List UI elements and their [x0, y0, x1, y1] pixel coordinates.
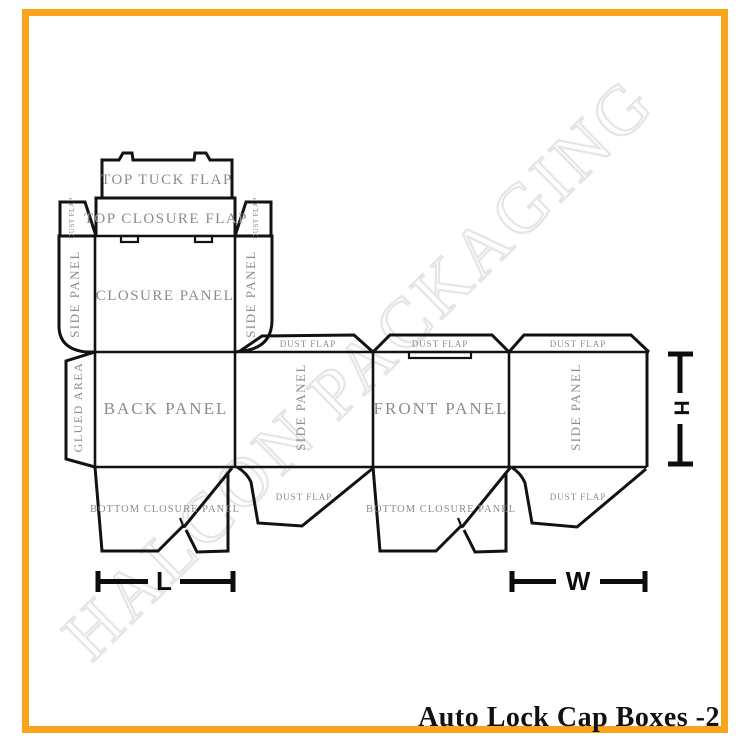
dust-flap-mid-center-outline	[371, 333, 511, 354]
bottom-closure-left-tab	[184, 472, 230, 554]
dust-flap-bottom-right-outline	[510, 465, 647, 529]
dust-flap-bottom-left-label: DUST FLAP	[276, 492, 333, 502]
bottom-closure-left-label: BOTTOM CLOSURE PANEL	[90, 504, 240, 515]
bottom-closure-left-cut-diagonal	[182, 467, 234, 528]
length-dimension-marker: L	[95, 566, 236, 596]
top-tuck-flap-outline	[100, 151, 234, 198]
height-dimension-marker: H	[668, 351, 693, 467]
bottom-closure-right-tab	[462, 472, 508, 554]
dust-flap-top-right-label: DUST FLAP	[252, 197, 260, 239]
closure-panel-label: CLOSURE PANEL	[96, 288, 235, 304]
dust-flap-mid-left-label: DUST FLAP	[280, 339, 337, 349]
dust-flap-mid-left-outline	[239, 333, 375, 354]
side-panel-upper-left-label: SIDE PANEL	[67, 250, 82, 338]
closure-slit-right	[193, 234, 214, 244]
length-label: L	[156, 566, 172, 596]
dust-flap-mid-right-outline	[507, 333, 651, 354]
side-panel-upper-left-outline	[57, 234, 96, 354]
dust-flap-bottom-left-outline	[236, 465, 373, 528]
side-panel-upper-right-label: SIDE PANEL	[243, 250, 258, 338]
front-panel-slit	[407, 350, 473, 360]
height-label: H	[669, 400, 692, 415]
width-label: W	[566, 566, 591, 596]
top-tuck-flap-label: TOP TUCK FLAP	[101, 172, 233, 188]
top-closure-flap-outline	[94, 196, 237, 236]
bottom-closure-right-outline	[371, 466, 463, 553]
side-panel-mid-right-label: SIDE PANEL	[568, 363, 583, 451]
back-panel-label: BACK PANEL	[104, 399, 229, 418]
dust-flap-top-left-label: DUST FLAP	[68, 197, 76, 239]
dust-flap-top-left-outline	[58, 200, 98, 237]
width-dimension-marker: W	[509, 566, 648, 596]
bottom-closure-right-cut-diagonal	[460, 467, 512, 528]
front-panel-label: FRONT PANEL	[374, 399, 509, 418]
dust-flap-top-right-outline	[233, 200, 273, 237]
side-panel-mid-left-label: SIDE PANEL	[293, 363, 308, 451]
dust-flap-mid-center-label: DUST FLAP	[412, 339, 469, 349]
closure-slit-left	[119, 234, 140, 244]
glued-area-outline	[64, 350, 96, 469]
top-closure-flap-label: TOP CLOSURE FLAP	[84, 211, 248, 227]
dust-flap-mid-right-label: DUST FLAP	[550, 339, 607, 349]
dust-flap-bottom-right-label: DUST FLAP	[550, 492, 607, 502]
page-title: Auto Lock Cap Boxes -2	[418, 702, 720, 733]
glued-area-label: GLUED AREA	[71, 362, 85, 453]
bottom-closure-right-label: BOTTOM CLOSURE PANEL	[366, 504, 516, 515]
bottom-closure-left-outline	[93, 466, 185, 553]
